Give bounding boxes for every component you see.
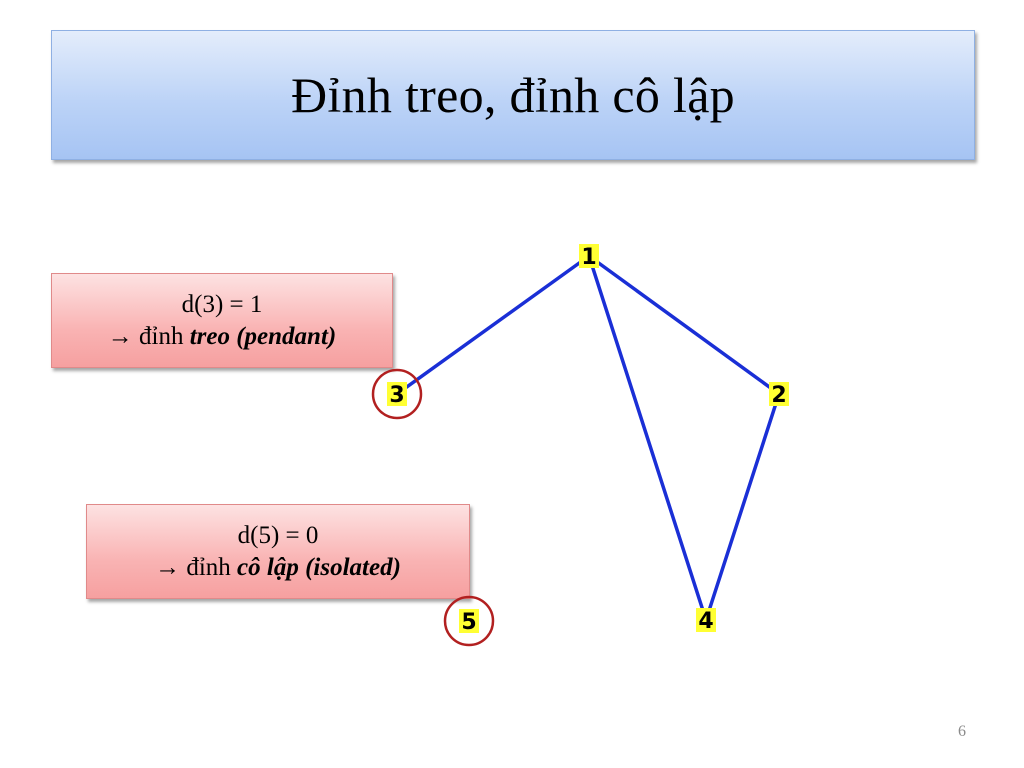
vertex-label-2: 2	[771, 383, 786, 408]
vertex-4: 4	[696, 608, 716, 634]
vertex-5: 5	[459, 609, 479, 635]
vertex-box-1	[579, 244, 599, 268]
vertex-1: 1	[579, 244, 599, 270]
vertex-label-1: 1	[581, 245, 596, 270]
vertex-label-3: 3	[389, 383, 404, 408]
highlight-circle-vertex-3	[371, 368, 423, 420]
pendant-callout: d(3) = 1 → đỉnh treo (pendant)	[51, 273, 393, 368]
isolated-callout: d(5) = 0 → đỉnh cô lập (isolated)	[86, 504, 470, 599]
edge-1-4	[587, 254, 708, 622]
highlight-circle-vertex-5	[443, 595, 495, 647]
vertex-label-5: 5	[461, 610, 476, 635]
isolated-prefix: đỉnh	[180, 553, 238, 581]
isolated-term: cô lập (isolated)	[237, 553, 401, 581]
edge-1-3	[395, 254, 591, 396]
pendant-term: treo (pendant)	[189, 322, 337, 350]
vertex-box-5	[459, 609, 479, 633]
page-number: 6	[958, 723, 966, 740]
vertex-box-3	[387, 382, 407, 406]
isolated-degree-text: d(5) = 0	[237, 521, 319, 549]
vertex-2: 2	[769, 382, 789, 408]
pendant-prefix: đỉnh	[132, 322, 190, 350]
vertex-3: 3	[387, 382, 407, 408]
isolated-description: → đỉnh cô lập (isolated)	[155, 552, 401, 584]
arrow-icon: →	[107, 322, 133, 350]
slide-title: Đỉnh treo, đỉnh cô lập	[290, 67, 735, 123]
edge-2-4	[704, 392, 781, 622]
pendant-degree-text: d(3) = 1	[181, 290, 263, 318]
title-box: Đỉnh treo, đỉnh cô lập	[51, 30, 975, 160]
vertex-box-2	[769, 382, 789, 406]
edge-1-2	[587, 254, 781, 396]
arrow-icon: →	[155, 553, 181, 581]
vertex-label-4: 4	[698, 609, 713, 634]
vertex-box-4	[696, 608, 716, 632]
pendant-description: → đỉnh treo (pendant)	[108, 321, 336, 353]
